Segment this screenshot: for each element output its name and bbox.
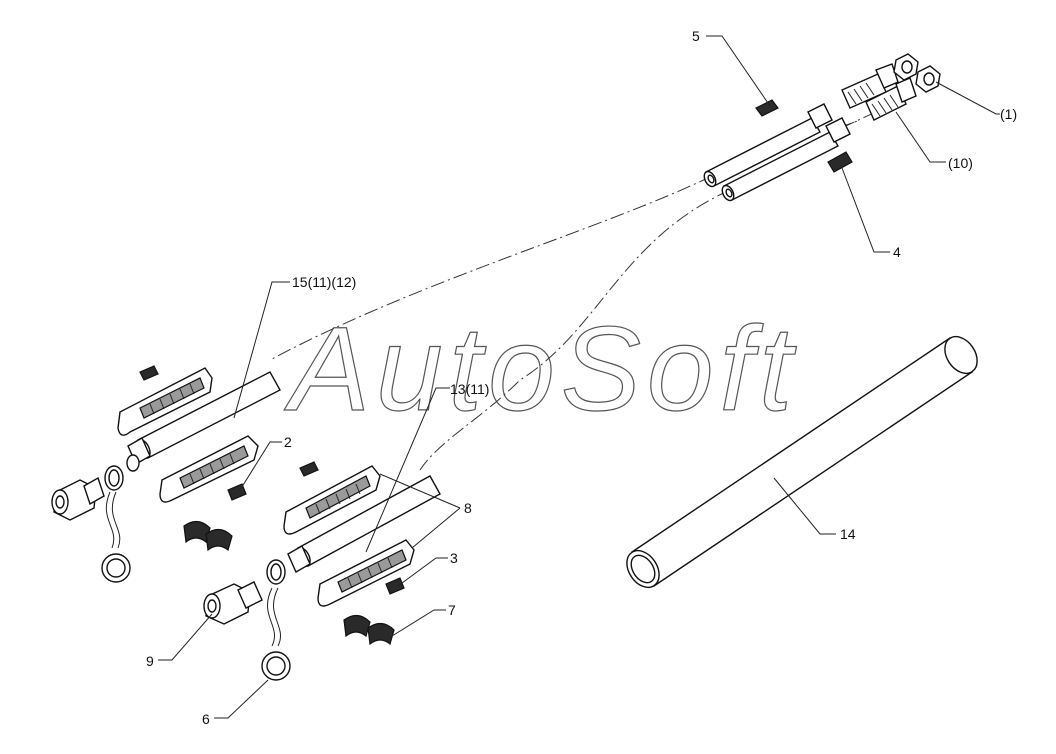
label-14: 14 [840, 526, 856, 542]
left-hose-assembly [51, 365, 281, 583]
label-13: 13(11) [450, 381, 489, 397]
label-8: 8 [464, 500, 472, 516]
label-4: 4 [893, 244, 901, 260]
label-5: 5 [692, 28, 700, 44]
label-6: 6 [202, 711, 210, 727]
upper-hose-assembly [703, 53, 941, 202]
label-1: (1) [1000, 106, 1017, 122]
label-7: 7 [448, 602, 456, 618]
label-9: 9 [146, 653, 154, 669]
protective-sleeve [626, 335, 978, 589]
label-10: (10) [948, 155, 973, 171]
label-15: 15(11)(12) [292, 274, 356, 290]
leader-lines [158, 35, 1000, 719]
watermark-text: AutoSoft [284, 302, 798, 436]
label-3: 3 [450, 550, 458, 566]
label-2: 2 [284, 434, 292, 450]
middle-hose-assembly [203, 461, 441, 681]
